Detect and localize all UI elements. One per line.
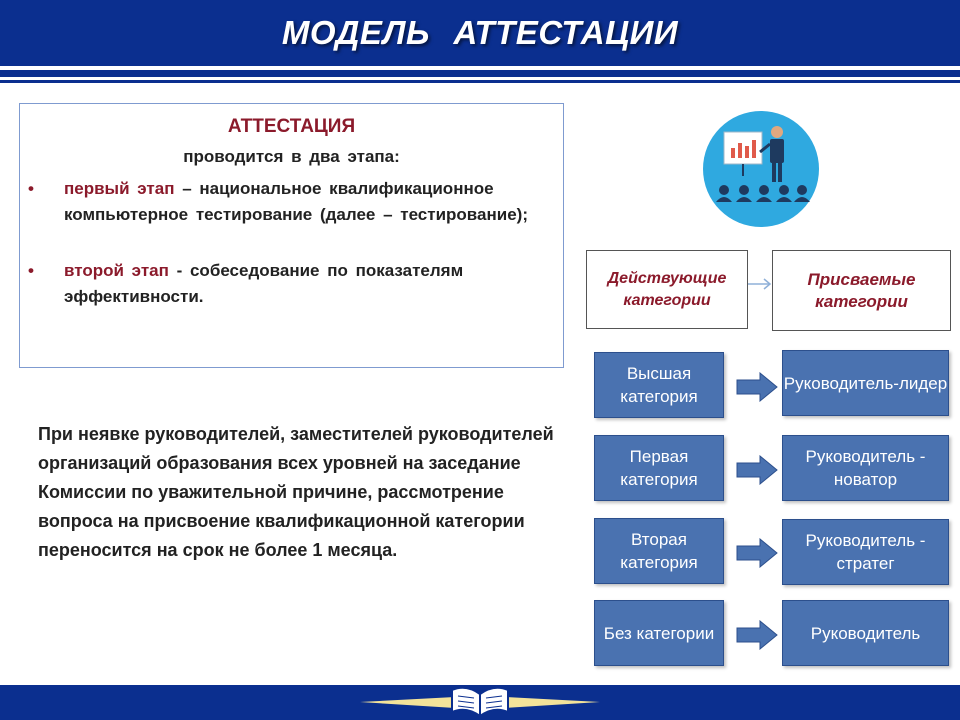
presenter-icon [703, 111, 819, 227]
bullet-body: - собеседование по показателям эффективн… [64, 261, 464, 306]
arrow-right-icon [736, 455, 778, 485]
page-title: МОДЕЛЬ АТТЕСТАЦИИ [281, 14, 679, 51]
category-box: Вторая категория [594, 518, 724, 584]
bullet-marker: • [28, 179, 34, 198]
result-box: Руководитель-лидер [782, 350, 949, 416]
current-categories-header: Действующие категории [586, 250, 748, 329]
result-box: Руководитель - стратег [782, 519, 949, 585]
bullet-text: второй этап - собеседование по показател… [64, 258, 534, 310]
attestation-info-box: АТТЕСТАЦИЯ проводится в два этапа: • пер… [19, 103, 564, 368]
bullet-body: – национальное квалификационное компьюте… [64, 179, 528, 224]
info-subheading: проводится в два этапа: [183, 147, 400, 166]
header-stripe [0, 70, 960, 77]
assigned-categories-header: Присваемые категории [772, 250, 951, 331]
bullet-text: первый этап – национальное квалификацион… [64, 176, 534, 228]
absence-paragraph: При неявке руководителей, заместителей р… [38, 424, 554, 560]
bullet-highlight: первый этап [64, 179, 175, 198]
header-stripe-thin [0, 80, 960, 83]
bullet-marker: • [28, 261, 34, 280]
category-box: Высшая категория [594, 352, 724, 418]
bullet-highlight: второй этап [64, 261, 169, 280]
arrow-right-icon [748, 278, 772, 290]
result-box: Руководитель [782, 600, 949, 666]
category-box: Первая категория [594, 435, 724, 501]
result-box: Руководитель - новатор [782, 435, 949, 501]
header-bar [0, 0, 960, 66]
info-heading: АТТЕСТАЦИЯ [227, 116, 356, 137]
arrow-right-icon [736, 372, 778, 402]
arrow-right-icon [736, 538, 778, 568]
category-box: Без категории [594, 600, 724, 666]
open-book-icon [360, 686, 600, 718]
arrow-right-icon [736, 620, 778, 650]
